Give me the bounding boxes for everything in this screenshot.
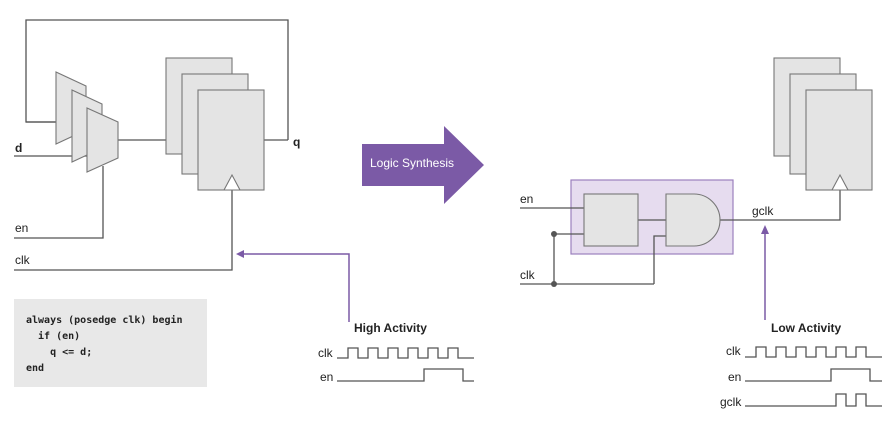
right-register-stack: [773, 57, 873, 191]
mux-stack: [55, 71, 119, 173]
left-wave-en-label: en: [320, 370, 333, 384]
register-clock-triangle: [223, 173, 241, 191]
mux-front: [86, 107, 119, 173]
latch: [583, 193, 639, 247]
right-en-waveform: [745, 368, 882, 382]
left-en-waveform: [337, 368, 474, 382]
right-en-label: en: [520, 192, 533, 206]
left-clk-waveform: [337, 347, 474, 359]
left-wave-clk-label: clk: [318, 346, 334, 360]
code-line: end: [26, 363, 45, 374]
high-activity-indicator: [236, 250, 350, 322]
low-activity-indicator: [761, 225, 769, 320]
verilog-code-panel: always (posedge clk) begin if (en) q <= …: [14, 299, 207, 387]
right-wave-en-label: en: [728, 370, 741, 384]
clk-wire: [14, 190, 233, 271]
low-activity-label: Low Activity: [771, 321, 842, 335]
code-line: if (en): [26, 331, 81, 342]
gclk-label: gclk: [752, 204, 774, 218]
left-circuit: [14, 19, 289, 271]
latch-clk-dot: [551, 231, 557, 237]
right-clk-label: clk: [520, 268, 536, 282]
code-line: always (posedge clk) begin: [26, 315, 183, 326]
logic-synthesis-label: Logic Synthesis: [369, 156, 455, 170]
logic-synthesis-arrow: [362, 126, 484, 204]
high-activity-label: High Activity: [354, 321, 427, 335]
en-wire: [14, 166, 104, 239]
right-wave-gclk-label: gclk: [720, 395, 742, 409]
and-gate: [665, 193, 721, 247]
register-stack: [165, 57, 265, 191]
right-register-front: [805, 89, 873, 191]
q-label: q: [293, 135, 300, 149]
gclk-wire: [720, 190, 841, 221]
en-label: en: [15, 221, 28, 235]
right-register-clock-triangle: [831, 173, 849, 191]
d-label: d: [15, 141, 22, 155]
register-front: [197, 89, 265, 191]
right-clk-waveform: [745, 346, 882, 358]
right-gclk-waveform: [745, 393, 882, 407]
right-wave-clk-label: clk: [726, 344, 742, 358]
code-line: q <= d;: [26, 347, 93, 358]
clk-to-and-wire: [653, 235, 666, 284]
clk-junction-dot: [551, 281, 557, 287]
clk-label: clk: [15, 253, 31, 267]
